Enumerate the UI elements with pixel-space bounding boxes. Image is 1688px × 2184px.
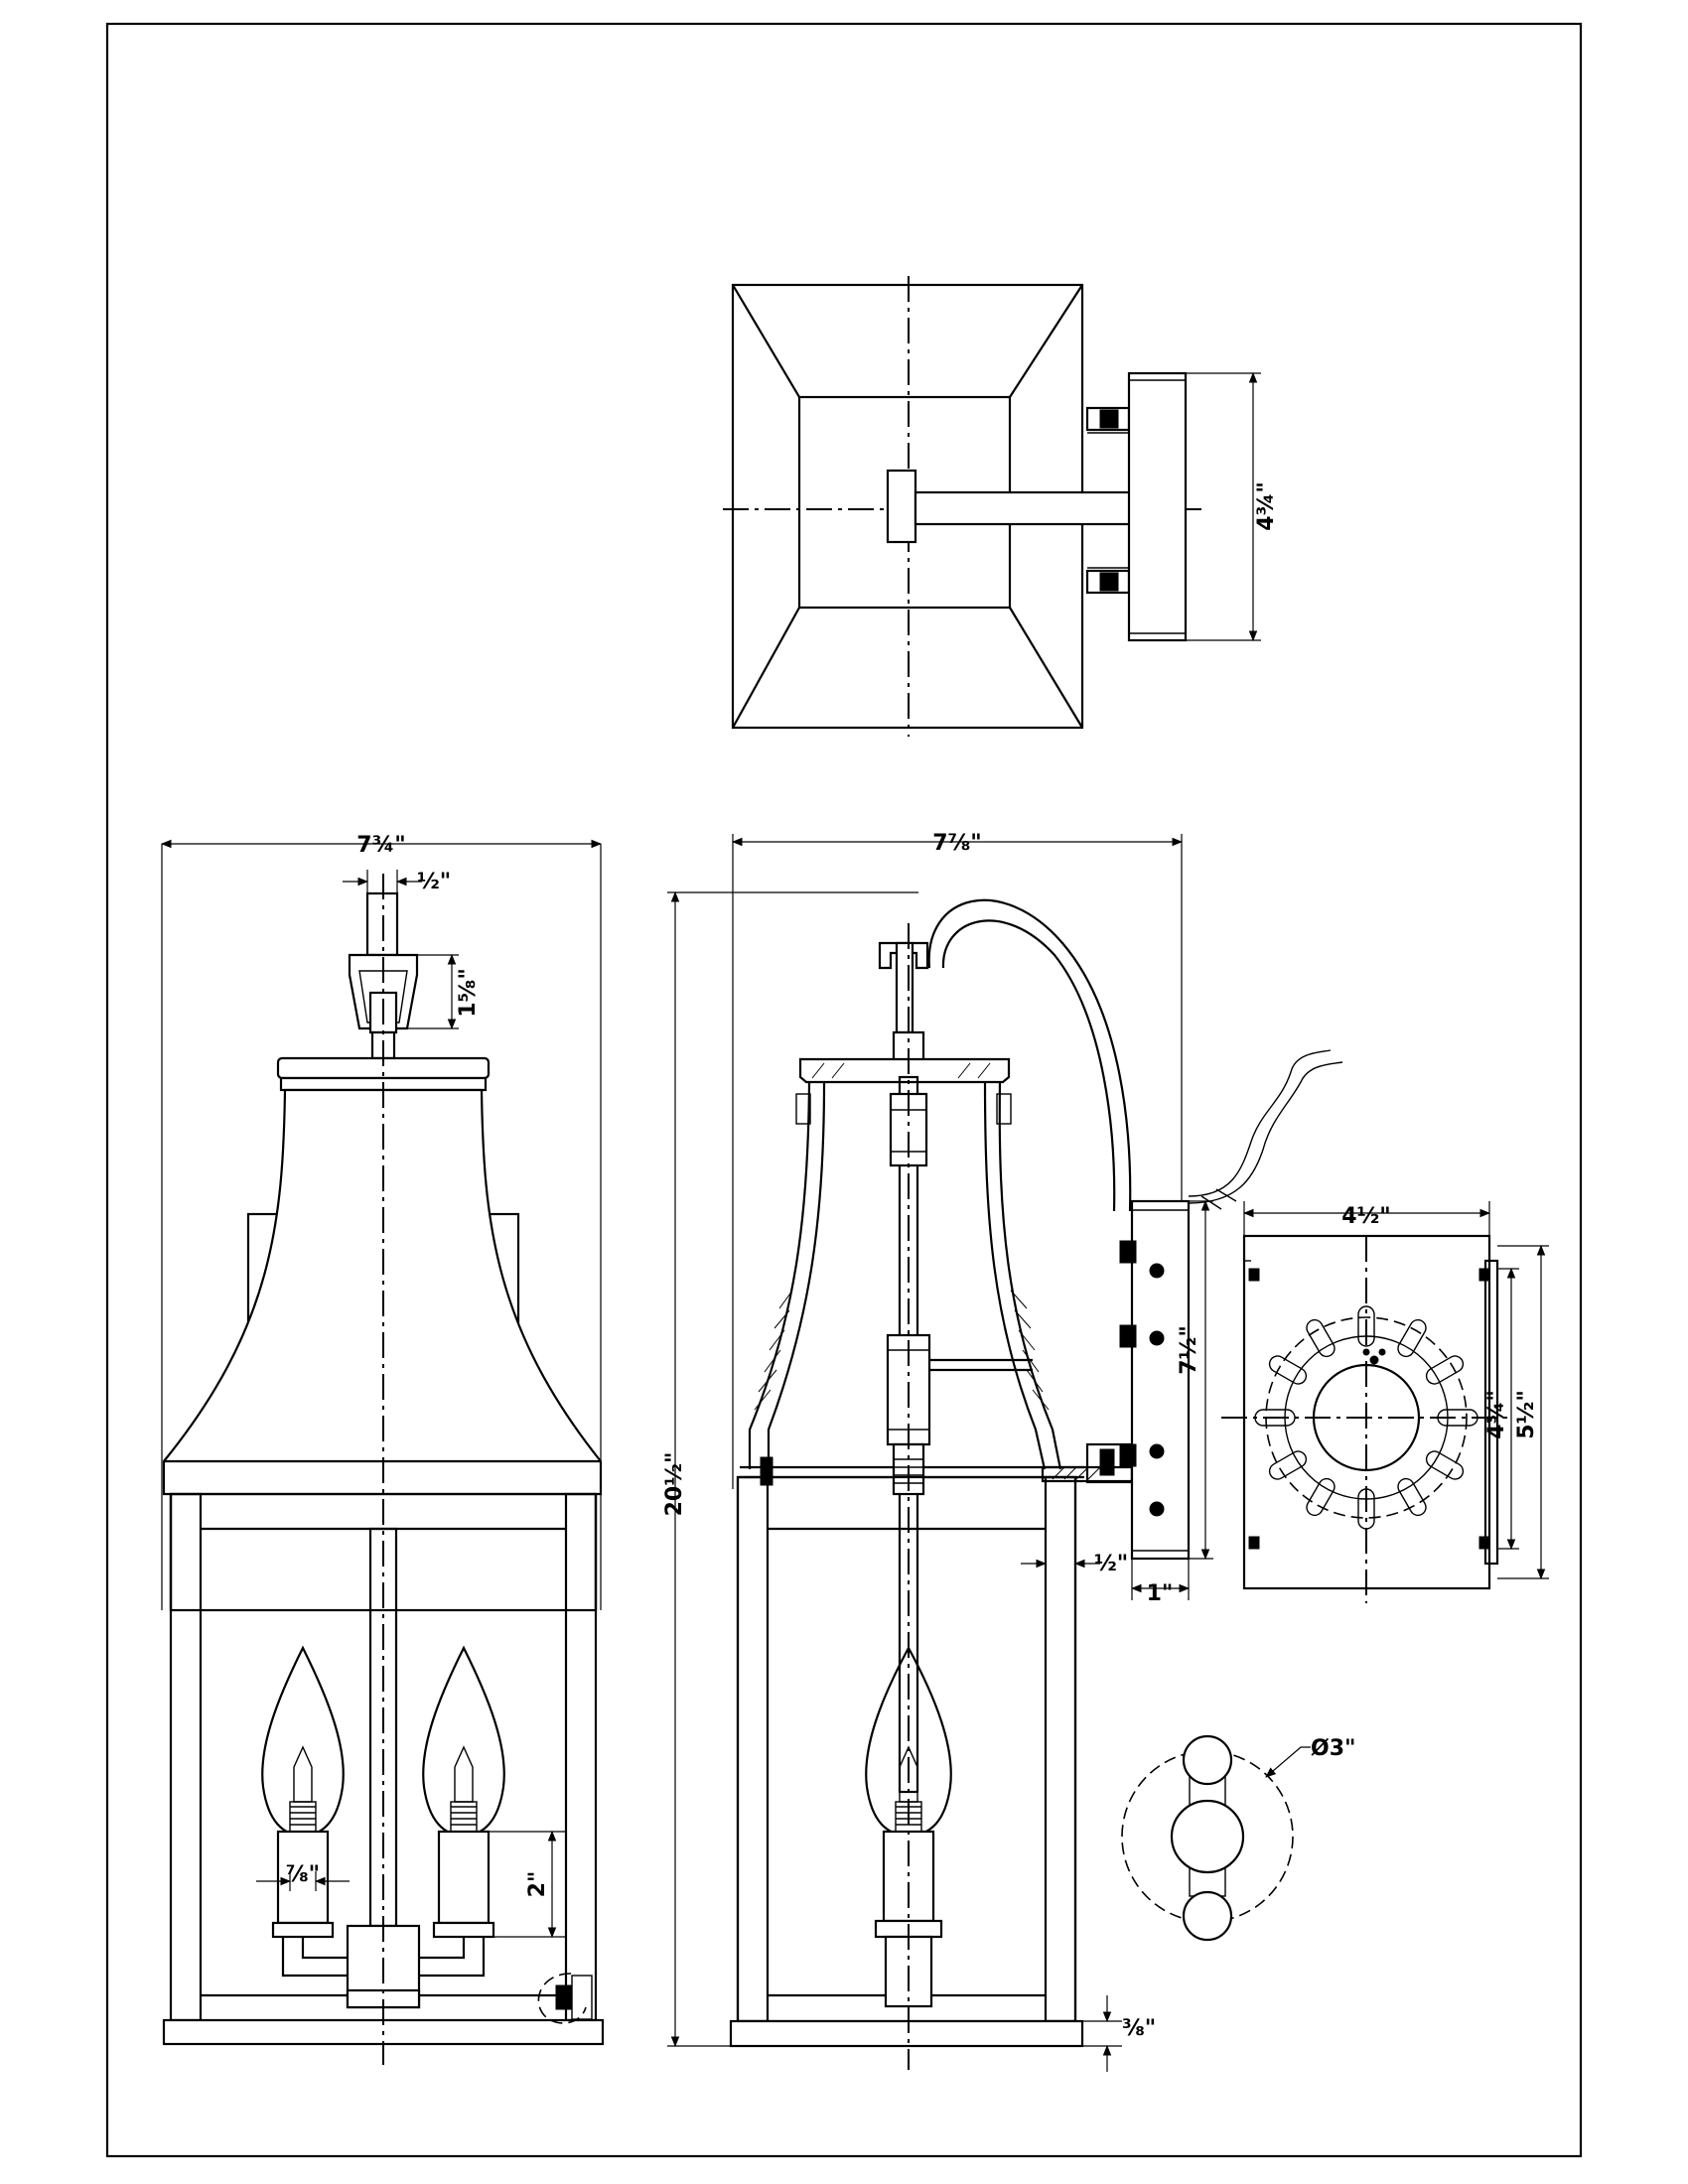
side-view-backplate [1130,1199,1191,1561]
backplate-view: 4½" [1221,1201,1549,1603]
side-view-top-cap [798,1057,1011,1084]
side-view-wire-leads [1188,1049,1332,1197]
side-view-overall-height-label: 20½" [662,1452,687,1517]
top-view-bolt-lower [1085,567,1131,595]
top-view-bolt-upper [1085,406,1131,434]
top-view-backplate-width-label: 4¾" [1254,481,1279,531]
side-view-hood [748,1081,811,1469]
backplate-outer-height-label: 5½" [1514,1390,1539,1439]
junction-box-top-knob [1182,1734,1233,1786]
junction-box-bottom-knob [1182,1890,1233,1942]
junction-box-center-knob [1170,1799,1245,1874]
front-view-socket-width-label: ⅞" [286,1862,320,1887]
front-view-stem-width-label: ½" [417,870,451,894]
front-view-socket-height-label: 2" [525,1871,550,1898]
front-view-loop-height-label: 1⅝" [456,968,481,1018]
side-view-base-height-label: ⅜" [1122,2016,1156,2041]
top-view: 4¾" [723,276,1279,737]
side-view-wire-conduit [927,898,1132,1212]
front-view-candle-right [422,1645,505,1939]
side-view-frame-width-label: ½" [1094,1552,1128,1576]
top-view-mount-block [886,469,917,544]
front-view: 7¾" ½" 1⅝" [160,833,605,2065]
side-view-overall-extension-label: 7⅞" [932,831,982,856]
side-view-base [729,2019,1084,2048]
junction-box-diameter-label: Ø3" [1311,1736,1355,1761]
front-view-candle-left [261,1645,345,1939]
junction-box-view: Ø3" [1121,1734,1355,1942]
top-view-arm [914,490,1134,526]
side-view: 7⅞" 20½" [662,831,1343,2072]
side-view-backplate-height-label: 7½" [1177,1325,1201,1375]
side-view-candle [865,1645,952,2008]
top-view-backplate [1127,371,1188,642]
side-view-backplate-depth-label: 1" [1147,1581,1174,1606]
front-view-overall-width-label: 7¾" [356,833,406,858]
backplate-inner-height-label: 4¾" [1484,1390,1509,1439]
backplate-width-label: 4½" [1341,1204,1391,1229]
drawing-border [105,22,1583,2158]
